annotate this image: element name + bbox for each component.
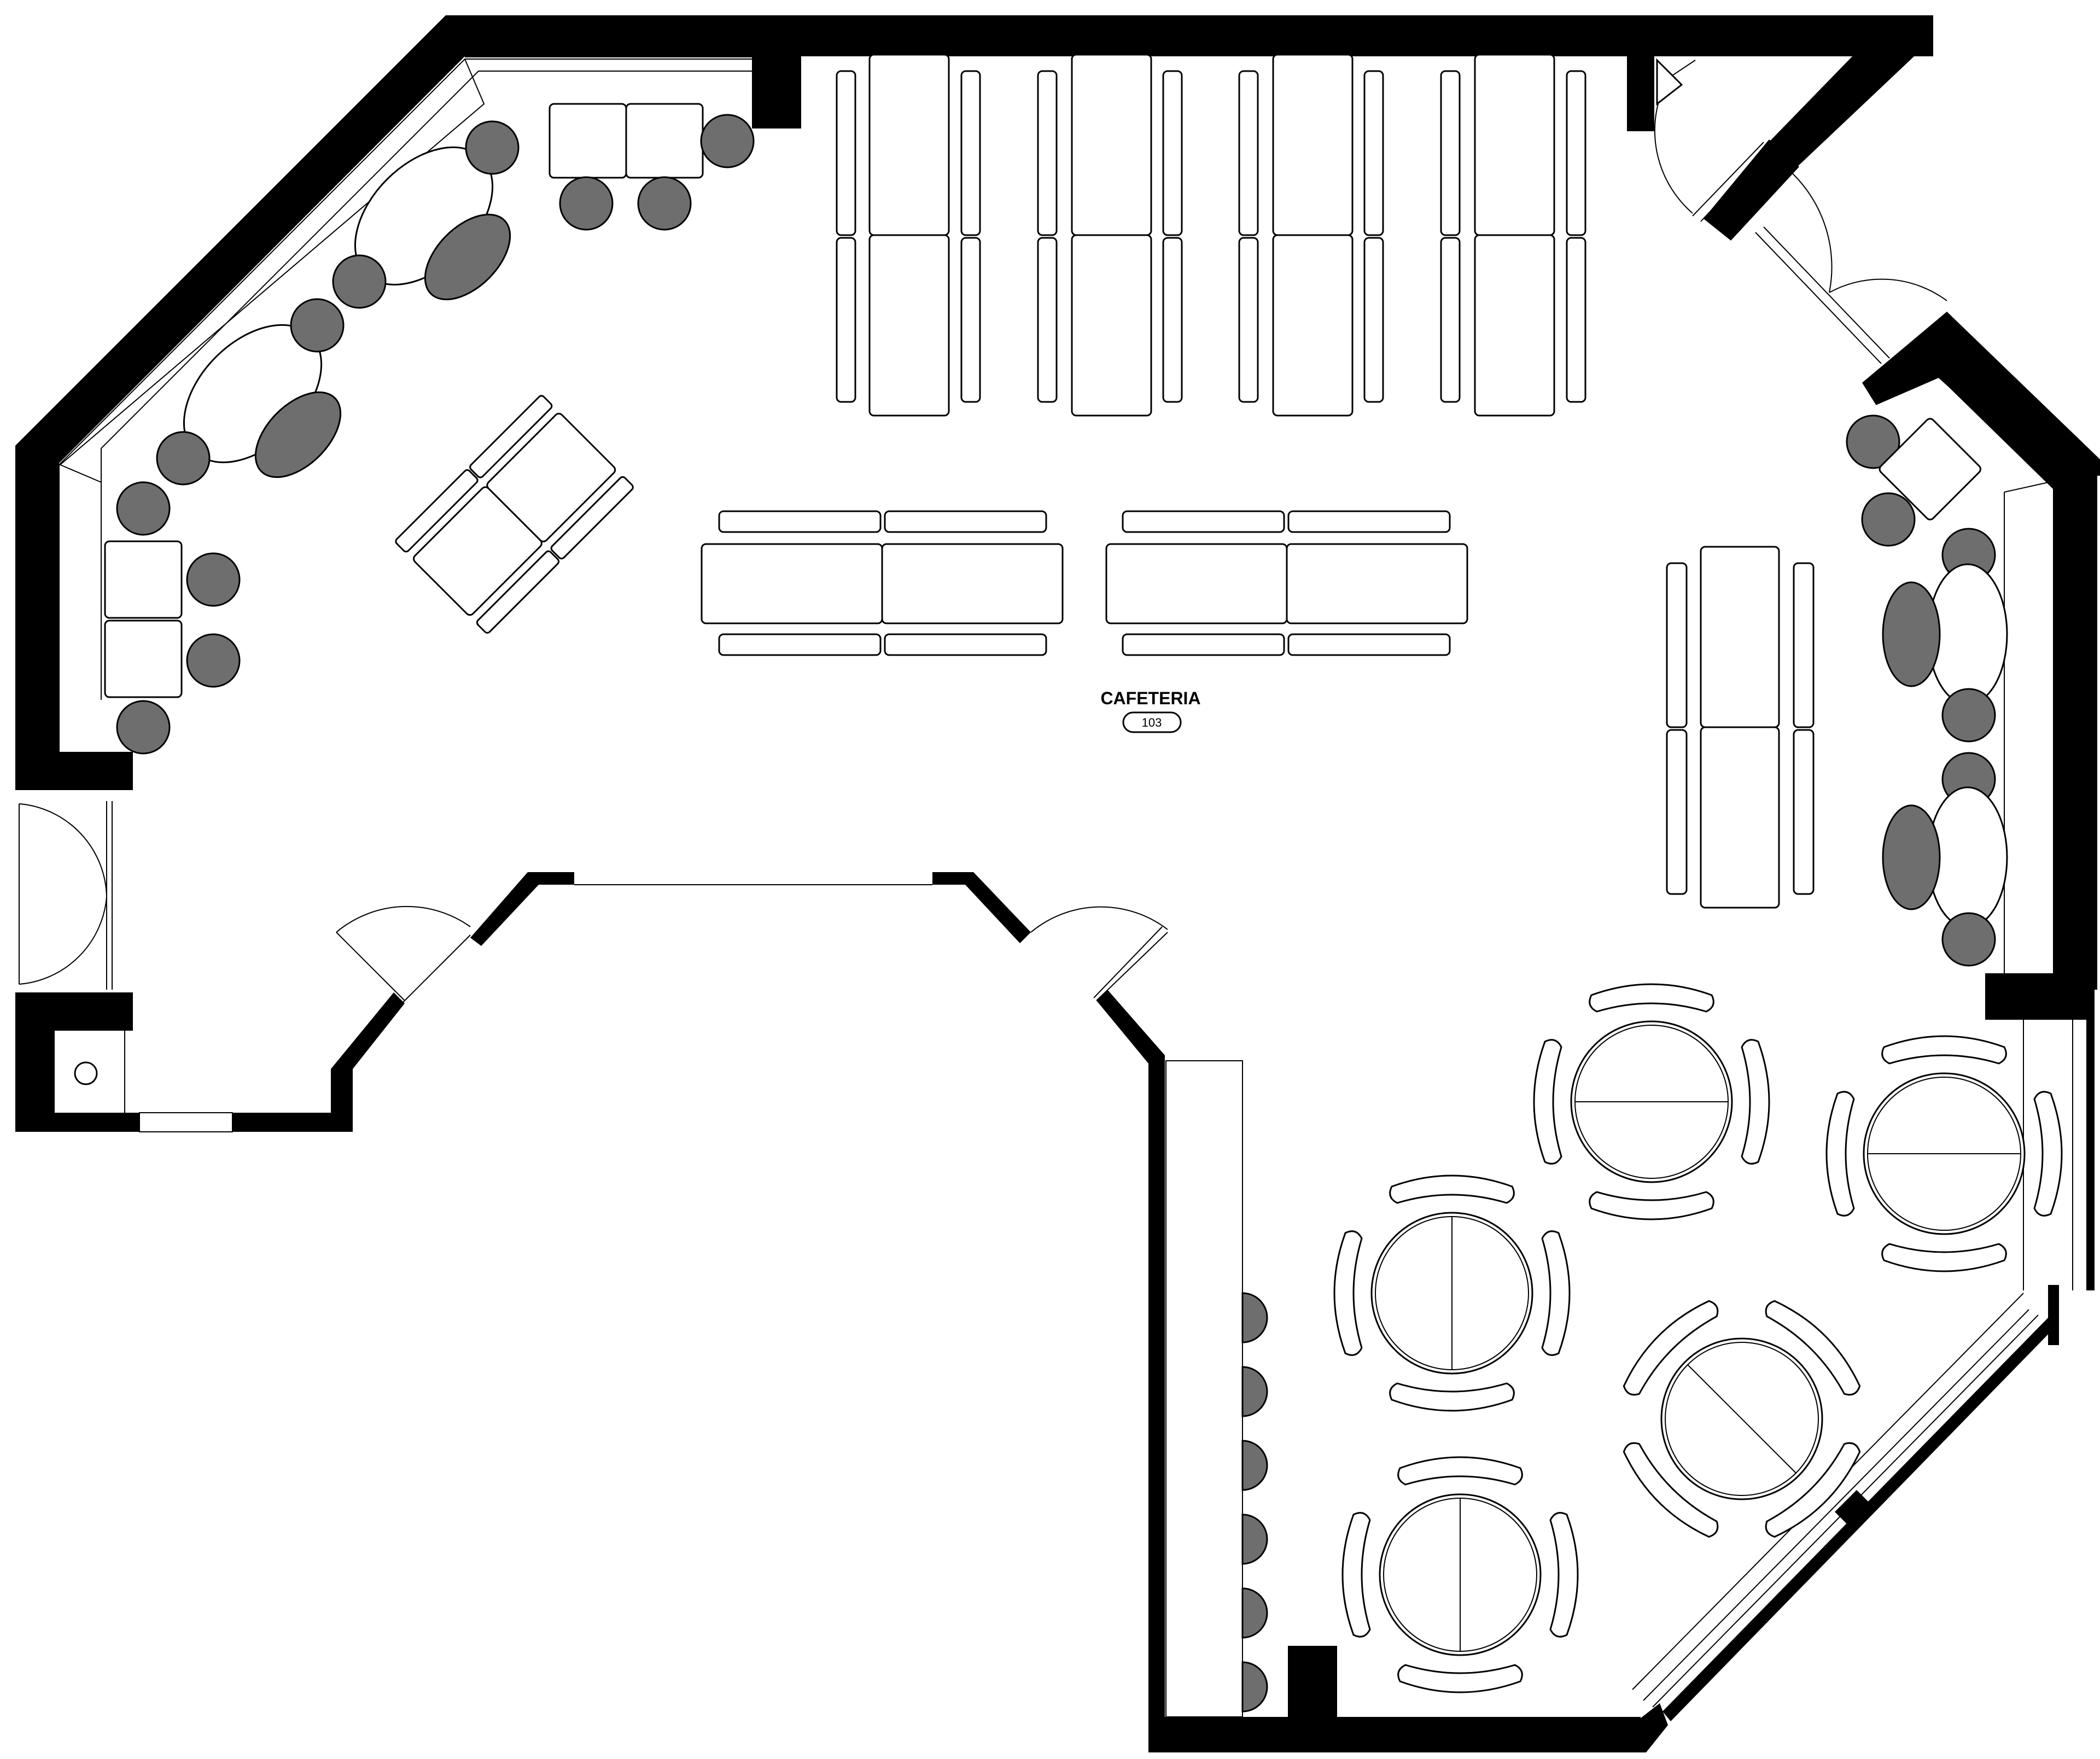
wall-bottom-pillar (1288, 1646, 1337, 1752)
stool (559, 176, 614, 231)
armchair (254, 391, 342, 478)
stool (116, 700, 171, 755)
room-number-badge (1122, 711, 1182, 733)
armchair (424, 213, 511, 301)
stool (465, 120, 520, 175)
room-number: 103 (1142, 716, 1162, 729)
table-square (549, 103, 627, 179)
wall-right-diagonal (1862, 312, 2100, 492)
room-tag: CAFETERIA 103 (1100, 688, 1201, 733)
window-right-diagonal-frame (1662, 1318, 2056, 1721)
bench-diagonal-link (59, 59, 485, 483)
counter-stool (1241, 1587, 1268, 1639)
door-left-double[interactable] (19, 801, 113, 990)
closet-window (139, 1112, 233, 1132)
counter-stools (1241, 1292, 1268, 1713)
wall-right (2054, 470, 2097, 990)
stool (186, 633, 241, 688)
round-table-c (1333, 1174, 1571, 1412)
communal-table-3 (1238, 54, 1384, 417)
floor-drain-icon (74, 1061, 98, 1085)
counter-stool (1241, 1292, 1268, 1343)
table-square (1879, 418, 1981, 521)
wall-lower-left-step (331, 992, 405, 1132)
door-inner-left[interactable] (336, 905, 471, 1004)
stool (1941, 688, 1996, 743)
communal-table-1 (836, 54, 981, 417)
window-right-frame (2086, 1017, 2095, 1290)
armchair (1882, 804, 1941, 910)
counter-stool (1241, 1661, 1268, 1713)
stool (156, 431, 211, 486)
bench-right-link (2004, 481, 2054, 493)
wall-lower-left-room (15, 992, 139, 1132)
round-tables (1333, 983, 2063, 1693)
wall-left-upper (15, 448, 59, 755)
wall-inner-right-diagonal (932, 872, 1031, 943)
stool (637, 176, 692, 231)
top-communal-tables (836, 54, 1586, 417)
diagonal-bench-table (395, 395, 634, 634)
wall-bottom-right-corner (1635, 1703, 1668, 1752)
stool (116, 481, 171, 536)
window-diagonal-inner (1643, 1309, 2029, 1701)
round-table-a (1533, 983, 1770, 1220)
door-inner-right[interactable] (1030, 906, 1168, 1001)
stool (1861, 492, 1916, 547)
interior-outlines (59, 59, 2073, 1737)
window-bottom-frame (1334, 1744, 1641, 1752)
window-diagonal-mid (1652, 1314, 2039, 1708)
right-banquette (1846, 414, 2008, 967)
armchair (1882, 581, 1941, 687)
table-square (625, 103, 704, 179)
round-table-b (1825, 1035, 2063, 1272)
stool (332, 254, 387, 309)
wall-top-right-pillar (1627, 55, 1654, 131)
counter-stool (1241, 1440, 1268, 1491)
stool (186, 552, 241, 607)
communal-table-2 (1037, 54, 1183, 417)
wall-upper-right-door-jamb (1704, 139, 1799, 241)
wall-upper-right-diagonal (1758, 15, 1933, 180)
bench-inner-upper-left (101, 71, 752, 700)
stool (1941, 912, 1996, 967)
wall-top-pillar (752, 55, 801, 128)
stool (1846, 414, 1900, 469)
room-name: CAFETERIA (1100, 688, 1200, 708)
center-table-left (701, 510, 1064, 656)
round-table-d (1623, 1300, 1861, 1538)
service-counter (1165, 1060, 1243, 1717)
counter-stool (1241, 1366, 1268, 1417)
stool (700, 114, 755, 168)
wall-left-jamb-top (15, 752, 133, 790)
bench-outline-upper-left (59, 59, 752, 752)
right-vertical-table (1666, 546, 1815, 909)
center-tables (701, 510, 1468, 656)
round-table-e (1341, 1456, 1579, 1693)
door-right[interactable] (1755, 169, 1947, 364)
wall-right-pillar (1985, 973, 2095, 1020)
stool (290, 298, 345, 353)
upper-left-seating (104, 103, 755, 755)
communal-table-4 (1440, 54, 1586, 417)
bench-outline-right (1875, 376, 2054, 973)
wall-inner-right-lower (1096, 990, 1165, 1752)
table-square (104, 620, 183, 698)
wall-right-diagonal-pillar (1835, 1490, 1870, 1526)
table-square (104, 540, 183, 619)
center-table-right (1105, 510, 1468, 656)
walls (15, 15, 2100, 1752)
counter-stool (1241, 1513, 1268, 1565)
wall-right-lower-pillar (2048, 1285, 2059, 1345)
door-top-right-triangle (1656, 58, 1683, 106)
wall-top (446, 15, 1933, 56)
wall-inner-left-diagonal (470, 872, 574, 946)
doors[interactable] (19, 58, 1947, 1004)
